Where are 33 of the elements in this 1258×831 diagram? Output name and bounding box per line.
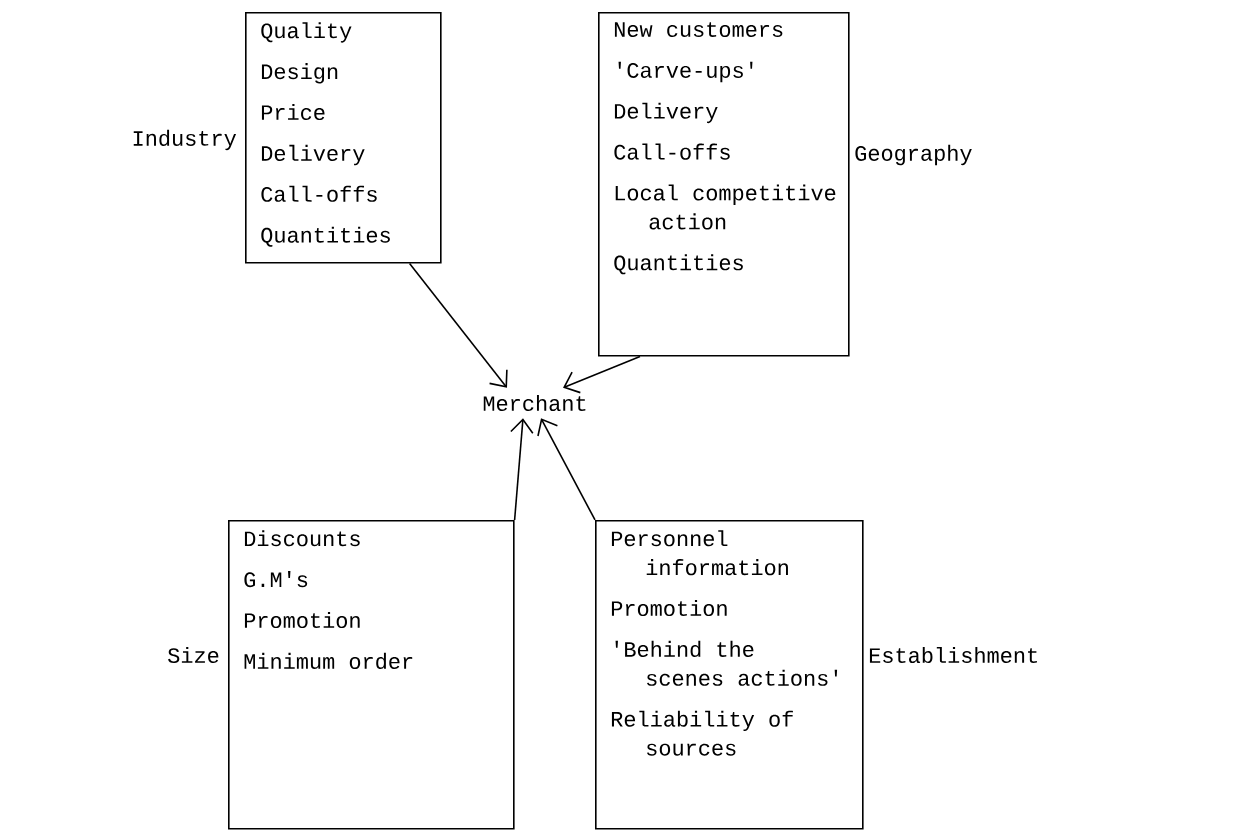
heading-label: Geography	[855, 144, 972, 166]
node-label: Personnel information	[611, 530, 788, 576]
node-label: Price	[261, 103, 325, 121]
node-label: Delivery	[261, 144, 365, 166]
node-label: 'Carve-ups'	[618, 61, 753, 83]
heading-label: Establishment	[869, 646, 1037, 664]
node-label: Call-offs	[614, 143, 730, 160]
node-label: Quantities	[614, 254, 743, 275]
node-label: 'Behind the scenes actions'	[615, 640, 838, 686]
node-label: G.M's	[244, 571, 308, 588]
list-box: Discounts G.M's Promotion Minimum order	[228, 520, 515, 830]
node-label: Promotion	[244, 611, 360, 629]
node-label: Quality	[261, 22, 352, 43]
node-label: New customers	[614, 22, 783, 38]
node-label: Discounts	[244, 530, 360, 547]
list-box: Quality Design Price Delivery Call-offs Quantities	[245, 12, 442, 264]
node-label: Call-offs	[261, 185, 377, 202]
arrow	[510, 418, 534, 521]
node-label: Reliability of sources	[611, 710, 793, 756]
list-box: Personnel information Promotion 'Behind the scenes actions' Reliability of sources	[595, 520, 864, 830]
list-box: New customers 'Carve-ups' Delivery Call-offs Local competitive action Quantities	[598, 12, 850, 357]
arrow	[537, 418, 596, 521]
heading-label: Size	[168, 646, 219, 664]
node-label: Promotion	[611, 599, 727, 617]
node-label: Minimum order	[244, 652, 413, 670]
node-label: Delivery	[614, 102, 718, 124]
heading-label: Industry	[133, 129, 237, 151]
node-label: Quantities	[261, 226, 390, 247]
node-label: Design	[261, 63, 338, 84]
arrow	[408, 262, 508, 388]
arrow	[563, 355, 641, 394]
merchant-label: Merchant	[483, 394, 586, 412]
node-label: Local competitive action	[615, 184, 836, 230]
